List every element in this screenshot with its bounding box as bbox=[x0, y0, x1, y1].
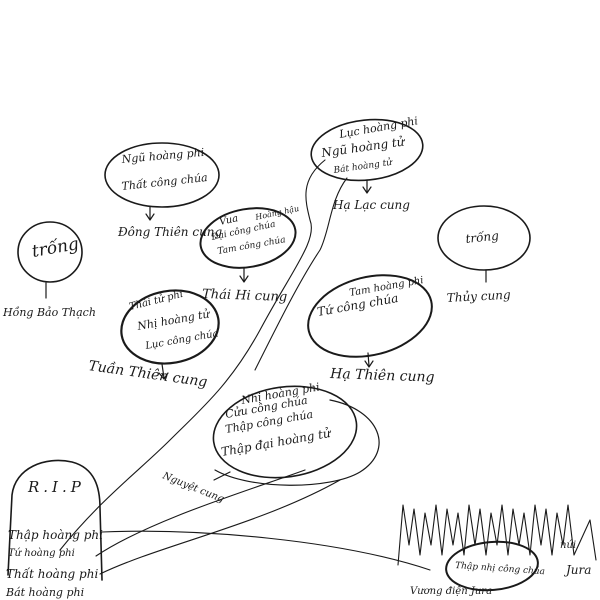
palace-label: Đông Thiên cung bbox=[117, 225, 223, 239]
mountain-label: núi bbox=[560, 540, 576, 551]
resident: Hoàng hậu bbox=[254, 204, 300, 222]
resident: Nhị hoàng tử bbox=[135, 307, 211, 333]
rip-name: Tứ hoàng phi bbox=[8, 548, 75, 559]
rip-name: Thất hoàng phi bbox=[6, 566, 98, 581]
palace-circle bbox=[445, 540, 539, 592]
palace-circle bbox=[310, 118, 424, 182]
connector-line bbox=[95, 469, 306, 557]
palace-label: Vương điện Jura bbox=[410, 586, 492, 597]
jura-mountains: núi Jura bbox=[397, 504, 597, 577]
palace-jura: Thập nhị công chúa Vương điện Jura bbox=[410, 540, 546, 597]
arrow bbox=[364, 352, 374, 368]
rip-gravestone: R.I.P Thập hoàng phi Tứ hoàng phi Thất h… bbox=[5, 459, 103, 599]
palace-circle bbox=[212, 385, 358, 479]
palace-circle bbox=[104, 142, 220, 208]
palace-ha-lac: Lục hoàng phi Ngũ hoàng tử Bát hoàng tử … bbox=[310, 114, 424, 212]
palace-circle bbox=[120, 289, 220, 365]
palace-label: Hạ Lạc cung bbox=[332, 198, 410, 212]
resident: Ngũ hoàng phi bbox=[120, 146, 205, 166]
arrow bbox=[362, 179, 372, 194]
connector-line bbox=[101, 530, 431, 571]
path-line bbox=[59, 159, 326, 551]
palace-circle bbox=[17, 221, 83, 283]
rip-name: Bát hoàng phi bbox=[5, 586, 84, 599]
rip-text: R.I.P bbox=[27, 478, 85, 496]
connector-line bbox=[99, 479, 341, 575]
path-line bbox=[254, 177, 348, 371]
resident: Thất công chúa bbox=[121, 171, 208, 193]
arrow bbox=[145, 206, 155, 221]
resident: trống bbox=[465, 228, 500, 246]
resident: Ngũ hoàng tử bbox=[319, 134, 406, 160]
palace-label: Nguyệt cung bbox=[160, 470, 226, 505]
resident: trống bbox=[30, 234, 80, 262]
resident: Bát hoàng tử bbox=[332, 157, 394, 176]
resident: Thập nhị công chúa bbox=[455, 560, 546, 577]
palace-circle bbox=[199, 207, 297, 269]
palace-label: Thái Hi cung bbox=[202, 287, 288, 305]
palace-thai-hi: Vua Hoàng hậu Đại công chúa Tam công chú… bbox=[199, 204, 300, 305]
palace-nguyet: Nhị hoàng phi Cửu công chúa Thập công ch… bbox=[160, 380, 380, 505]
arrow bbox=[239, 267, 249, 283]
palace-label: Hồng Bảo Thạch bbox=[2, 306, 96, 319]
resident: Lục công chúa bbox=[144, 328, 220, 352]
palace-thuy: trống Thủy cung bbox=[437, 205, 531, 305]
swirl-line bbox=[214, 399, 380, 486]
palace-hong-bao-thach: trống Hồng Bảo Thạch bbox=[2, 221, 96, 319]
rip-name: Thập hoàng phi bbox=[8, 528, 103, 542]
resident: Vua bbox=[218, 213, 239, 228]
palace-dong-thien: Ngũ hoàng phi Thất công chúa Đông Thiên … bbox=[104, 142, 223, 239]
palace-ha-thien: Tam hoàng phi Tứ công chúa Hạ Thiên cung bbox=[307, 274, 435, 386]
mountain-zigzag bbox=[397, 504, 597, 566]
palace-tuan-thien: Thái tử phi Nhị hoàng tử Lục công chúa T… bbox=[87, 289, 220, 391]
palace-label: Thủy cung bbox=[446, 288, 511, 305]
palace-label: Hạ Thiên cung bbox=[329, 366, 435, 386]
mountain-label: Jura bbox=[563, 563, 591, 577]
arrow bbox=[158, 363, 169, 380]
arrow bbox=[213, 471, 231, 481]
gravestone-outline bbox=[7, 459, 103, 581]
palace-circle bbox=[307, 274, 433, 358]
palace-circle bbox=[437, 205, 531, 271]
